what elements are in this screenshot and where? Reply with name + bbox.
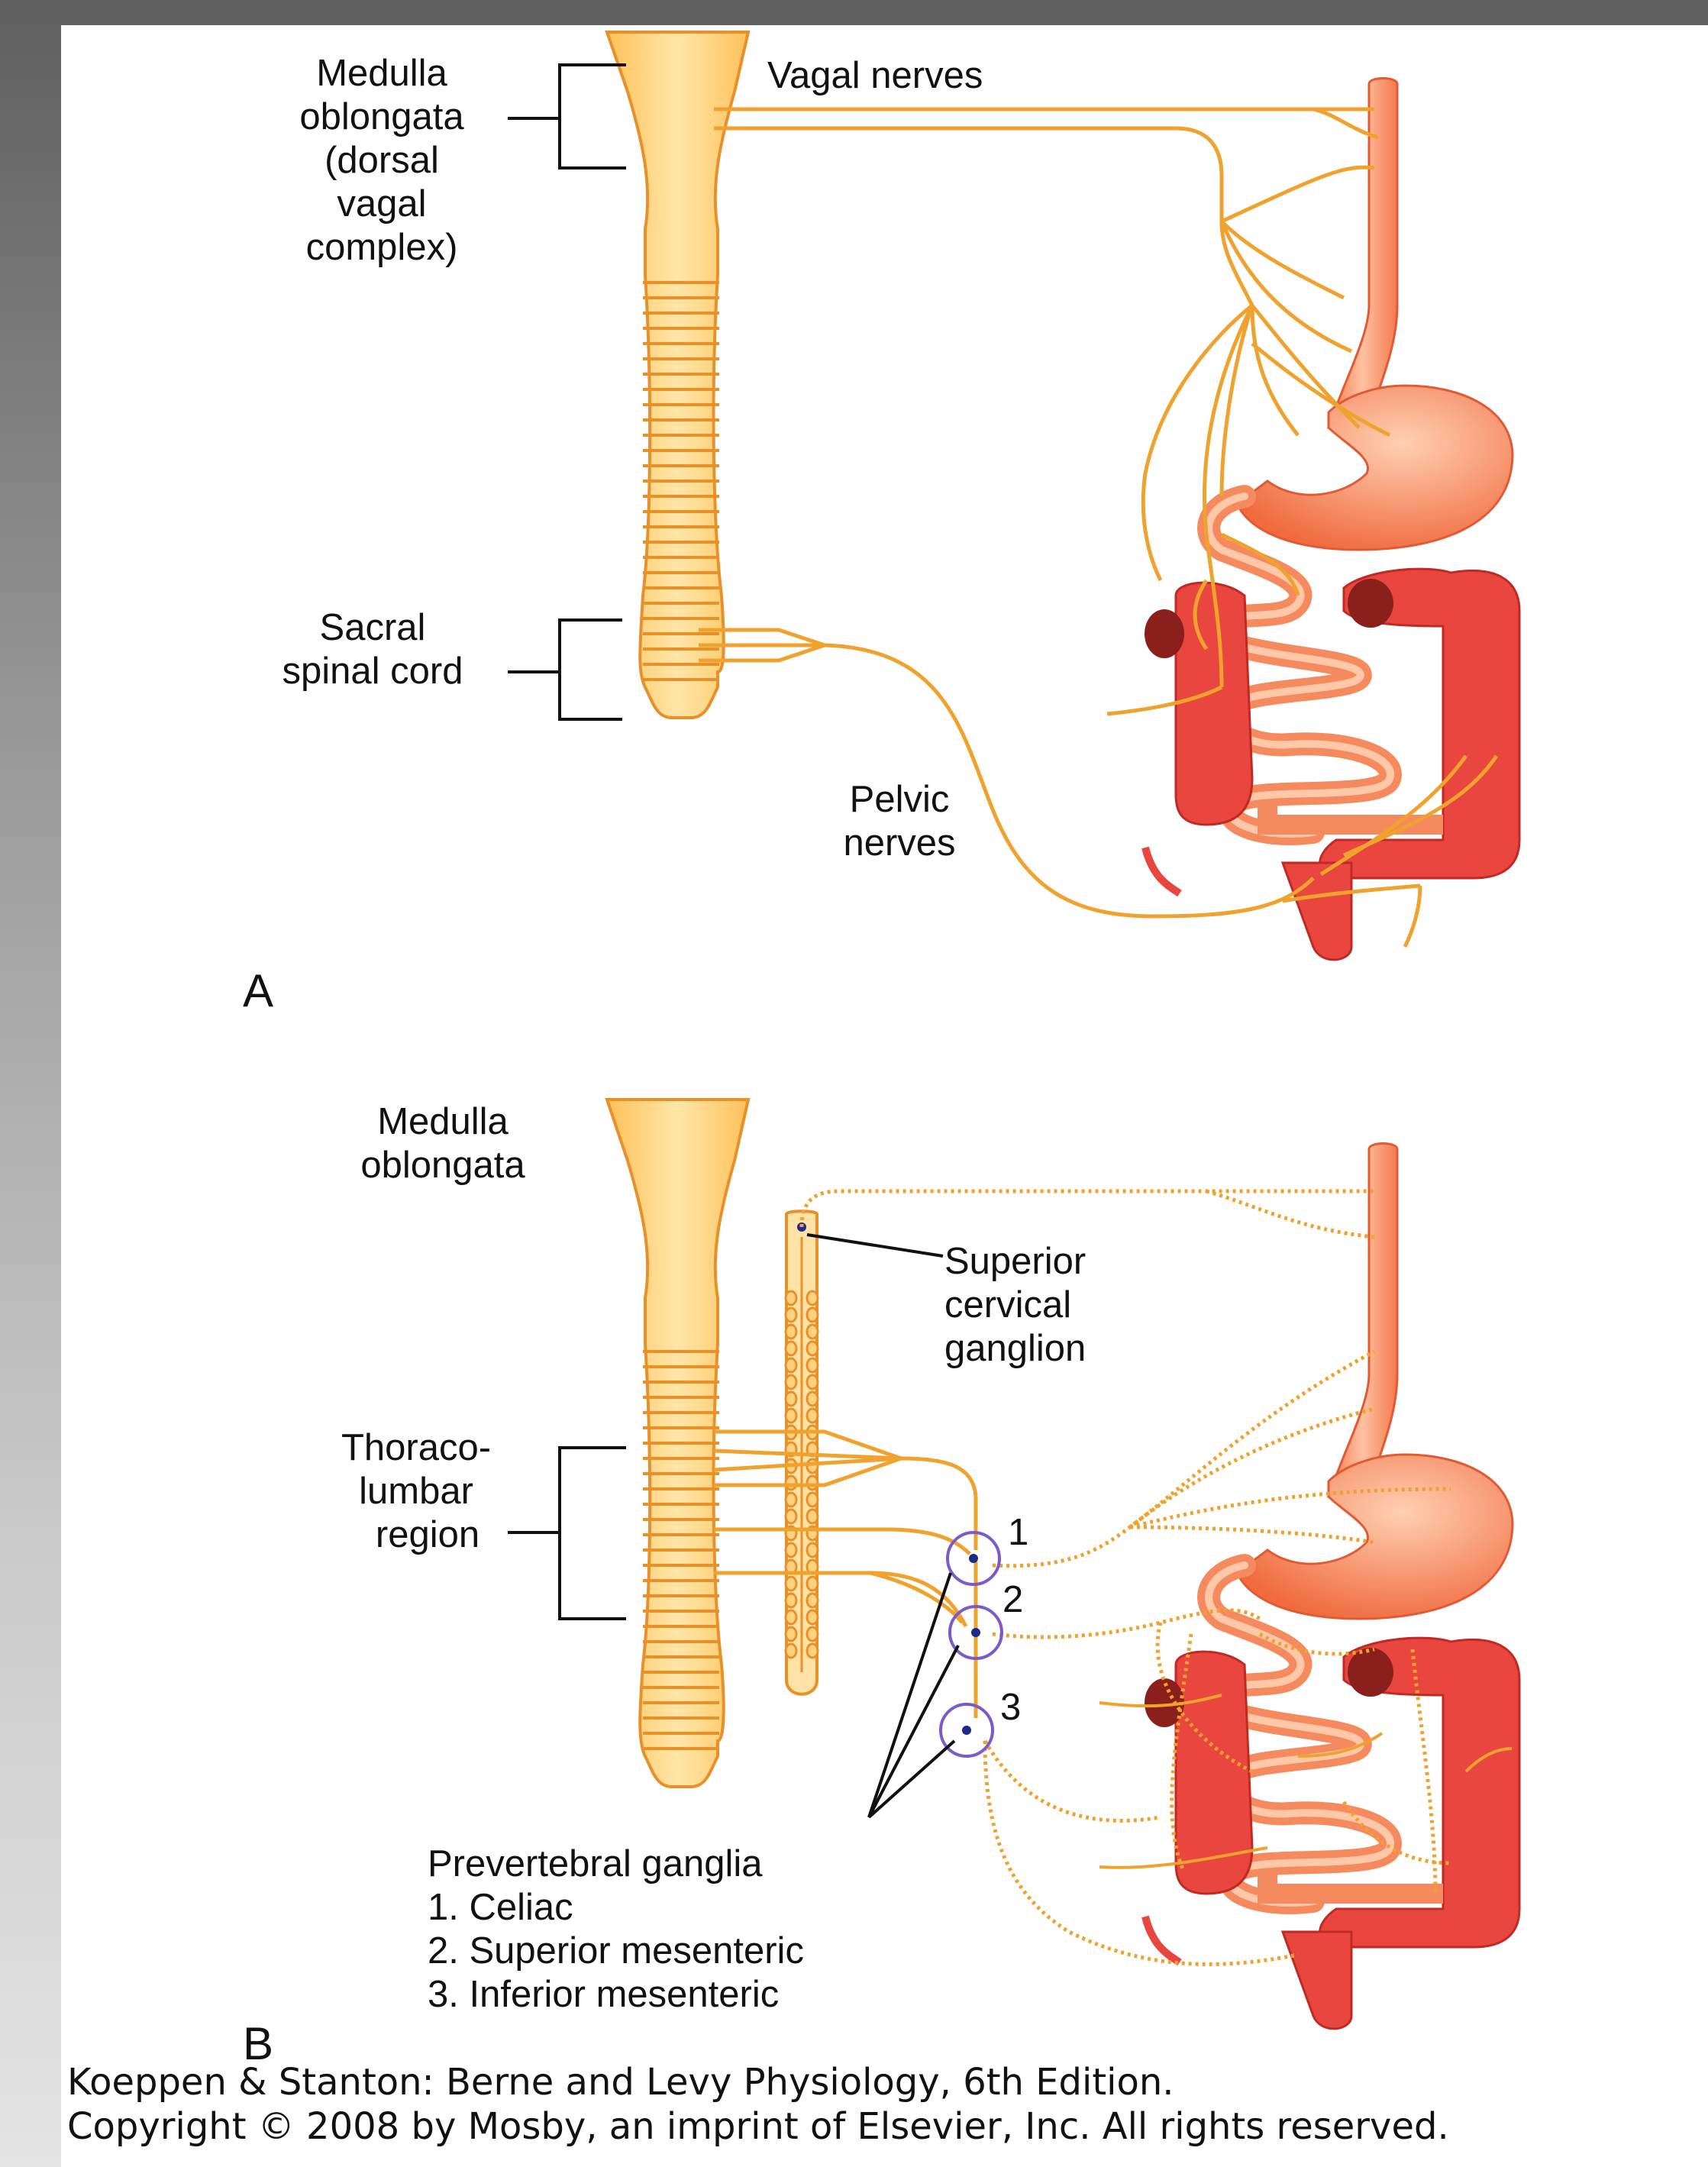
chain-ganglion-bead — [807, 1627, 818, 1641]
panel-a-letter: A — [243, 965, 273, 1016]
preganglionic-fibers — [714, 1432, 976, 1718]
vagal-nerves-a — [714, 109, 1390, 714]
credit-line-2: Copyright © 2008 by Mosby, an imprint of… — [67, 2104, 1708, 2149]
sacral-label-line1: Sacral — [320, 607, 426, 648]
medulla-label-a-line1: Medulla — [316, 53, 447, 94]
medulla-bracket-a — [508, 65, 626, 168]
thoraco-label-line2: lumbar — [359, 1471, 473, 1512]
chain-ganglion-bead — [807, 1459, 818, 1473]
inferior-mesenteric-ganglion — [941, 1704, 993, 1756]
panel-a: Medulla oblongata (dorsal vagal complex)… — [243, 32, 1519, 1016]
scg-label-line3: ganglion — [944, 1328, 1086, 1369]
chain-ganglion-bead — [807, 1644, 818, 1658]
chain-ganglion-bead — [786, 1358, 796, 1372]
medulla-label-a-line4: vagal — [337, 183, 426, 224]
vagal-nerves-label: Vagal nerves — [767, 55, 983, 96]
prevertebral-label-line3: 2. Superior mesenteric — [428, 1930, 804, 1972]
chain-ganglion-bead — [786, 1627, 796, 1641]
chain-ganglion-bead — [786, 1308, 796, 1322]
chain-ganglion-bead — [786, 1510, 796, 1523]
prevertebral-label-line2: 1. Celiac — [428, 1887, 573, 1928]
figure-credit: Koeppen & Stanton: Berne and Levy Physio… — [67, 2060, 1708, 2149]
chain-ganglion-bead — [807, 1493, 818, 1507]
pelvic-label-line1: Pelvic — [850, 779, 950, 820]
chain-ganglion-bead — [786, 1291, 796, 1305]
pelvic-label-line2: nerves — [843, 822, 955, 864]
chain-ganglion-bead — [786, 1610, 796, 1624]
thoraco-label-line3: region — [376, 1514, 479, 1555]
chain-ganglion-bead — [807, 1291, 818, 1305]
chain-ganglion-bead — [807, 1543, 818, 1557]
sacral-bracket-a — [508, 620, 622, 719]
colon-b — [1145, 1638, 1519, 2029]
colon-a — [1145, 569, 1519, 960]
chain-ganglion-bead — [807, 1375, 818, 1389]
medulla-label-b-line1: Medulla — [377, 1101, 509, 1142]
prevertebral-label-line4: 3. Inferior mesenteric — [428, 1974, 779, 2015]
chain-ganglion-bead — [786, 1476, 796, 1490]
ganglion-number-3: 3 — [1000, 1687, 1021, 1728]
chain-ganglion-bead — [807, 1342, 818, 1355]
chain-ganglion-bead — [786, 1493, 796, 1507]
medulla-label-a-line2: oblongata — [299, 96, 464, 137]
chain-ganglion-bead — [786, 1644, 796, 1658]
chain-ganglion-bead — [807, 1325, 818, 1339]
medulla-label-b-line2: oblongata — [360, 1145, 525, 1186]
chain-ganglion-bead — [807, 1308, 818, 1322]
chain-ganglion-bead — [786, 1594, 796, 1607]
ganglia-leader-lines — [807, 1235, 958, 1817]
chain-ganglion-bead — [807, 1577, 818, 1591]
chain-ganglion-bead — [786, 1543, 796, 1557]
chain-ganglion-bead — [786, 1375, 796, 1389]
chain-ganglion-bead — [786, 1392, 796, 1406]
esophagus-stomach-a — [1237, 79, 1513, 551]
ganglion-number-2: 2 — [1003, 1579, 1023, 1620]
medulla-label-a-line3: (dorsal — [324, 140, 439, 181]
chain-ganglion-bead — [807, 1610, 818, 1624]
medulla-label-a-line5: complex) — [306, 227, 458, 268]
credit-line-1: Koeppen & Stanton: Berne and Levy Physio… — [67, 2060, 1708, 2104]
thoraco-bracket — [508, 1448, 626, 1619]
chain-ganglion-bead — [786, 1409, 796, 1423]
chain-ganglion-bead — [786, 1342, 796, 1355]
chain-ganglion-bead — [807, 1594, 818, 1607]
ganglion-number-1: 1 — [1008, 1512, 1028, 1553]
chain-ganglion-bead — [786, 1325, 796, 1339]
chain-ganglion-bead — [807, 1392, 818, 1406]
sacral-label-line2: spinal cord — [283, 651, 463, 692]
celiac-ganglion — [948, 1532, 999, 1584]
thoraco-label-line1: Thoraco- — [341, 1427, 491, 1468]
panel-b: Medulla oblongata Superior cervical gang… — [243, 1100, 1519, 2069]
chain-ganglion-bead — [807, 1510, 818, 1523]
scg-label-line1: Superior — [944, 1241, 1086, 1282]
chain-ganglion-bead — [807, 1358, 818, 1372]
spinal-cord-a — [607, 32, 748, 718]
chain-ganglion-bead — [786, 1577, 796, 1591]
scg-label-line2: cervical — [944, 1284, 1071, 1326]
prevertebral-label-line1: Prevertebral ganglia — [428, 1843, 763, 1884]
spinal-cord-b — [607, 1100, 748, 1787]
chain-ganglion-bead — [807, 1476, 818, 1490]
chain-ganglion-bead — [807, 1409, 818, 1423]
